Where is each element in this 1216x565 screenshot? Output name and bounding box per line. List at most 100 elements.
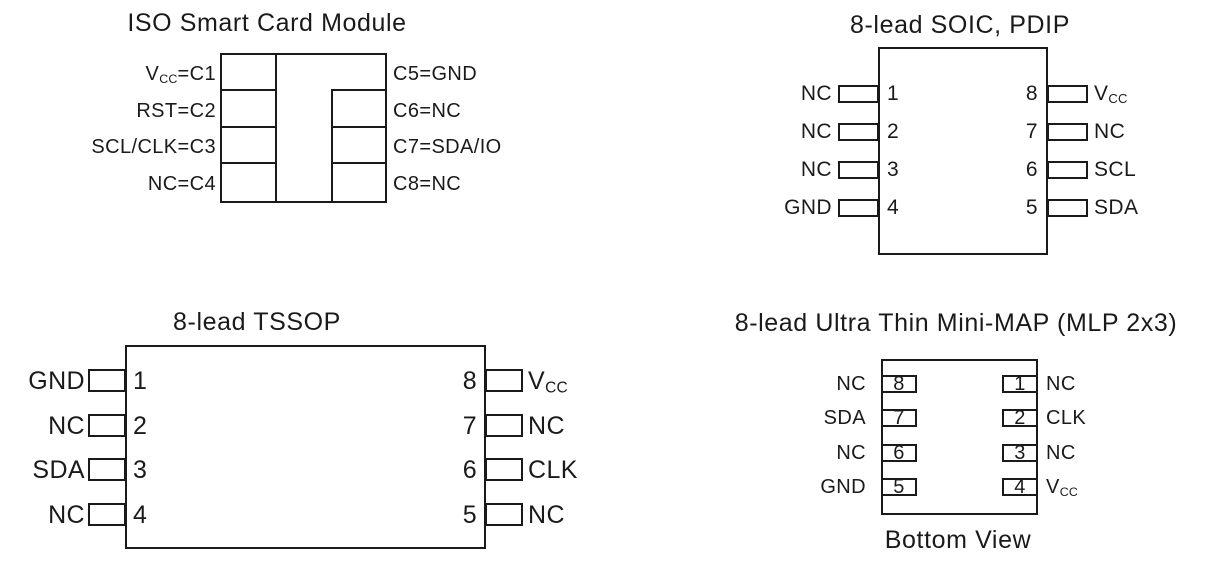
- mlp-title: 8-lead Ultra Thin Mini-MAP (MLP 2x3): [734, 309, 1178, 337]
- mlp-bottom-view-caption: Bottom View: [884, 526, 1032, 554]
- tssop-pin-label: NC: [5, 501, 85, 529]
- mlp-pin-lead: [881, 444, 917, 462]
- mlp-pin-label: CLK: [1046, 404, 1176, 432]
- soic-pin-number: 6: [1025, 158, 1038, 181]
- soic-package-body: [878, 47, 1048, 255]
- mlp-pin-label: NC: [760, 439, 866, 467]
- tssop-pin-label: GND: [5, 367, 85, 395]
- label-text: C6=NC: [393, 99, 462, 122]
- soic-pin-label: NC: [1094, 118, 1216, 146]
- label-text: NC: [800, 82, 832, 105]
- soic-pin-lead: [1047, 199, 1088, 217]
- mlp-pin-label: SDA: [760, 404, 866, 432]
- label-text: SDA: [32, 455, 85, 484]
- smartcard-contact-divider-vertical: [275, 53, 277, 203]
- soic-pin-lead: [1047, 161, 1088, 179]
- label-text: NC=C4: [147, 172, 216, 195]
- mlp-pin-number: 8: [893, 373, 905, 395]
- mlp-pin-lead: [881, 478, 917, 496]
- smartcard-contact-label: C6=NC: [393, 97, 563, 125]
- tssop-title: 8-lead TSSOP: [173, 308, 341, 336]
- tssop-pin-number: 7: [462, 411, 477, 440]
- tssop-pin-label: SDA: [5, 456, 85, 484]
- tssop-pin-lead: [485, 369, 523, 392]
- label-text: GND: [784, 196, 832, 219]
- mlp-pin-label: NC: [760, 370, 866, 398]
- mlp-pin-number: 1: [1014, 373, 1026, 395]
- mlp-pin-lead: [1002, 409, 1038, 427]
- label-text: =C1: [177, 63, 216, 85]
- soic-pin-label: VCC: [1094, 80, 1216, 108]
- tssop-pin-number: 1: [133, 366, 148, 395]
- soic-pin-lead: [1047, 123, 1088, 141]
- label-text: CLK: [1046, 407, 1087, 429]
- mlp-pin-label: NC: [1046, 370, 1176, 398]
- mlp-pin-number: 7: [893, 407, 905, 429]
- smartcard-contact-divider-vertical: [331, 89, 333, 203]
- tssop-pin-number: 2: [133, 411, 148, 440]
- label-text: CLK: [528, 455, 578, 484]
- tssop-pin-lead: [485, 414, 523, 437]
- soic-pin-number: 3: [887, 158, 900, 181]
- soic-pin-number: 1: [887, 82, 900, 105]
- mlp-pin-lead: [881, 375, 917, 393]
- smartcard-contact-divider: [220, 126, 277, 128]
- mlp-pin-number: 2: [1014, 407, 1026, 429]
- smartcard-contact-label: NC=C4: [40, 170, 216, 198]
- smartcard-contact-divider: [331, 162, 387, 164]
- mlp-pin-number: 3: [1014, 442, 1026, 464]
- soic-pin-lead: [838, 123, 879, 141]
- smartcard-contact-label: C7=SDA/IO: [393, 133, 563, 161]
- label-text: SCL: [1094, 158, 1137, 181]
- tssop-pin-label: NC: [5, 412, 85, 440]
- label-text: NC: [800, 120, 832, 143]
- soic-pin-label: NC: [700, 156, 832, 184]
- mlp-pin-label: GND: [760, 473, 866, 501]
- label-text: V: [145, 63, 160, 85]
- label-text: C8=NC: [393, 172, 462, 195]
- label-text: RST=C2: [136, 99, 216, 122]
- mlp-pin-label: NC: [1046, 439, 1176, 467]
- label-text: NC: [528, 500, 565, 529]
- smartcard-contact-label: RST=C2: [40, 97, 216, 125]
- label-text: NC: [1046, 442, 1076, 464]
- soic-pin-lead: [838, 199, 879, 217]
- label-text: V: [528, 366, 546, 395]
- smartcard-contact-label: VCC=C1: [40, 60, 216, 88]
- label-text: C7=SDA/IO: [393, 136, 502, 158]
- smartcard-contact-divider: [331, 126, 387, 128]
- soic-pin-lead: [1047, 85, 1088, 103]
- mlp-pin-number: 6: [893, 442, 905, 464]
- mlp-pin-lead: [1002, 478, 1038, 496]
- tssop-pin-lead: [88, 458, 126, 481]
- tssop-pin-number: 8: [462, 366, 477, 395]
- tssop-pin-number: 3: [133, 455, 148, 484]
- soic-pin-label: NC: [700, 80, 832, 108]
- label-text: SDA: [1094, 196, 1139, 219]
- label-subscript: CC: [545, 379, 568, 397]
- mlp-pin-number: 4: [1014, 476, 1026, 498]
- soic-pin-lead: [838, 85, 879, 103]
- tssop-pin-number: 6: [462, 455, 477, 484]
- mlp-pin-label: VCC: [1046, 473, 1176, 501]
- label-text: C5=GND: [393, 63, 478, 85]
- label-text: GND: [28, 366, 85, 395]
- soic-pin-number: 8: [1025, 82, 1038, 105]
- label-subscript: CC: [159, 71, 178, 86]
- soic-pin-number: 7: [1025, 120, 1038, 143]
- label-text: NC: [836, 373, 866, 395]
- label-text: NC: [1094, 120, 1126, 143]
- tssop-pin-lead: [88, 369, 126, 392]
- soic-pin-number: 5: [1025, 196, 1038, 219]
- tssop-pin-number: 5: [462, 500, 477, 529]
- label-text: V: [1046, 476, 1060, 498]
- smartcard-contact-divider: [220, 89, 277, 91]
- smartcard-title: ISO Smart Card Module: [127, 9, 407, 37]
- tssop-pin-number: 4: [133, 500, 148, 529]
- label-text: NC: [1046, 373, 1076, 395]
- soic-pin-label: NC: [700, 118, 832, 146]
- label-text: NC: [48, 411, 85, 440]
